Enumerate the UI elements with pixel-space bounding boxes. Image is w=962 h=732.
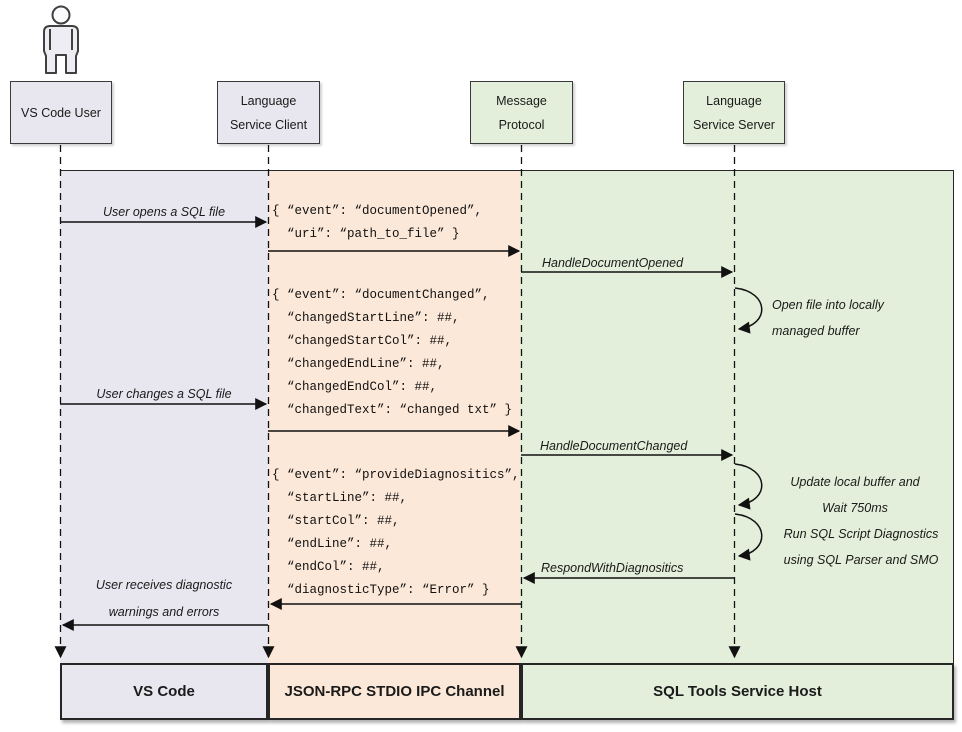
header-label-vscode-user: VS Code User [21,105,101,120]
header-box-language-service-server: Language Service Server [683,81,785,144]
swim-lanes [60,170,954,663]
json-provide-diagnostics: { “event”: “provideDiagnositics”, “start… [272,468,520,597]
json-document-opened: { “event”: “documentOpened”, “uri”: “pat… [272,204,483,241]
header-label-message-protocol: Message Protocol [496,93,547,132]
label-user-receives-diagnostics: User receives diagnostic warnings and er… [95,578,233,619]
note-update-local-buffer: Update local buffer and Wait 750ms [790,475,920,515]
json-document-changed: { “event”: “documentChanged”, “changedSt… [272,288,513,417]
label-user-changes-sql-file: User changes a SQL file [96,387,232,401]
note-open-file-into-buffer: Open file into locally managed buffer [772,298,884,338]
user-actor-icon [43,5,79,74]
header-label-language-service-client: Language Service Client [229,93,308,132]
header-box-vscode-user: VS Code User [10,81,112,144]
bottom-label-service-host: SQL Tools Service Host [653,683,822,700]
bottom-box-vscode: VS Code [60,663,268,720]
label-handle-document-opened: HandleDocumentOpened [542,256,684,270]
label-respond-with-diagnostics: RespondWithDiagnositics [541,561,684,575]
header-box-language-service-client: Language Service Client [217,81,320,144]
label-handle-document-changed: HandleDocumentChanged [540,439,688,453]
header-box-message-protocol: Message Protocol [470,81,573,144]
note-run-sql-diagnostics: Run SQL Script Diagnostics using SQL Par… [783,527,939,567]
bottom-label-ipc-channel: JSON-RPC STDIO IPC Channel [284,683,505,700]
lane-ipc-channel [267,171,521,663]
lane-service-host [520,171,953,663]
label-user-opens-sql-file: User opens a SQL file [102,205,226,219]
header-label-language-service-server: Language Service Server [693,93,775,132]
bottom-box-ipc-channel: JSON-RPC STDIO IPC Channel [268,663,521,720]
bottom-box-service-host: SQL Tools Service Host [521,663,954,720]
bottom-label-vscode: VS Code [133,683,195,700]
lane-vscode [60,171,268,663]
